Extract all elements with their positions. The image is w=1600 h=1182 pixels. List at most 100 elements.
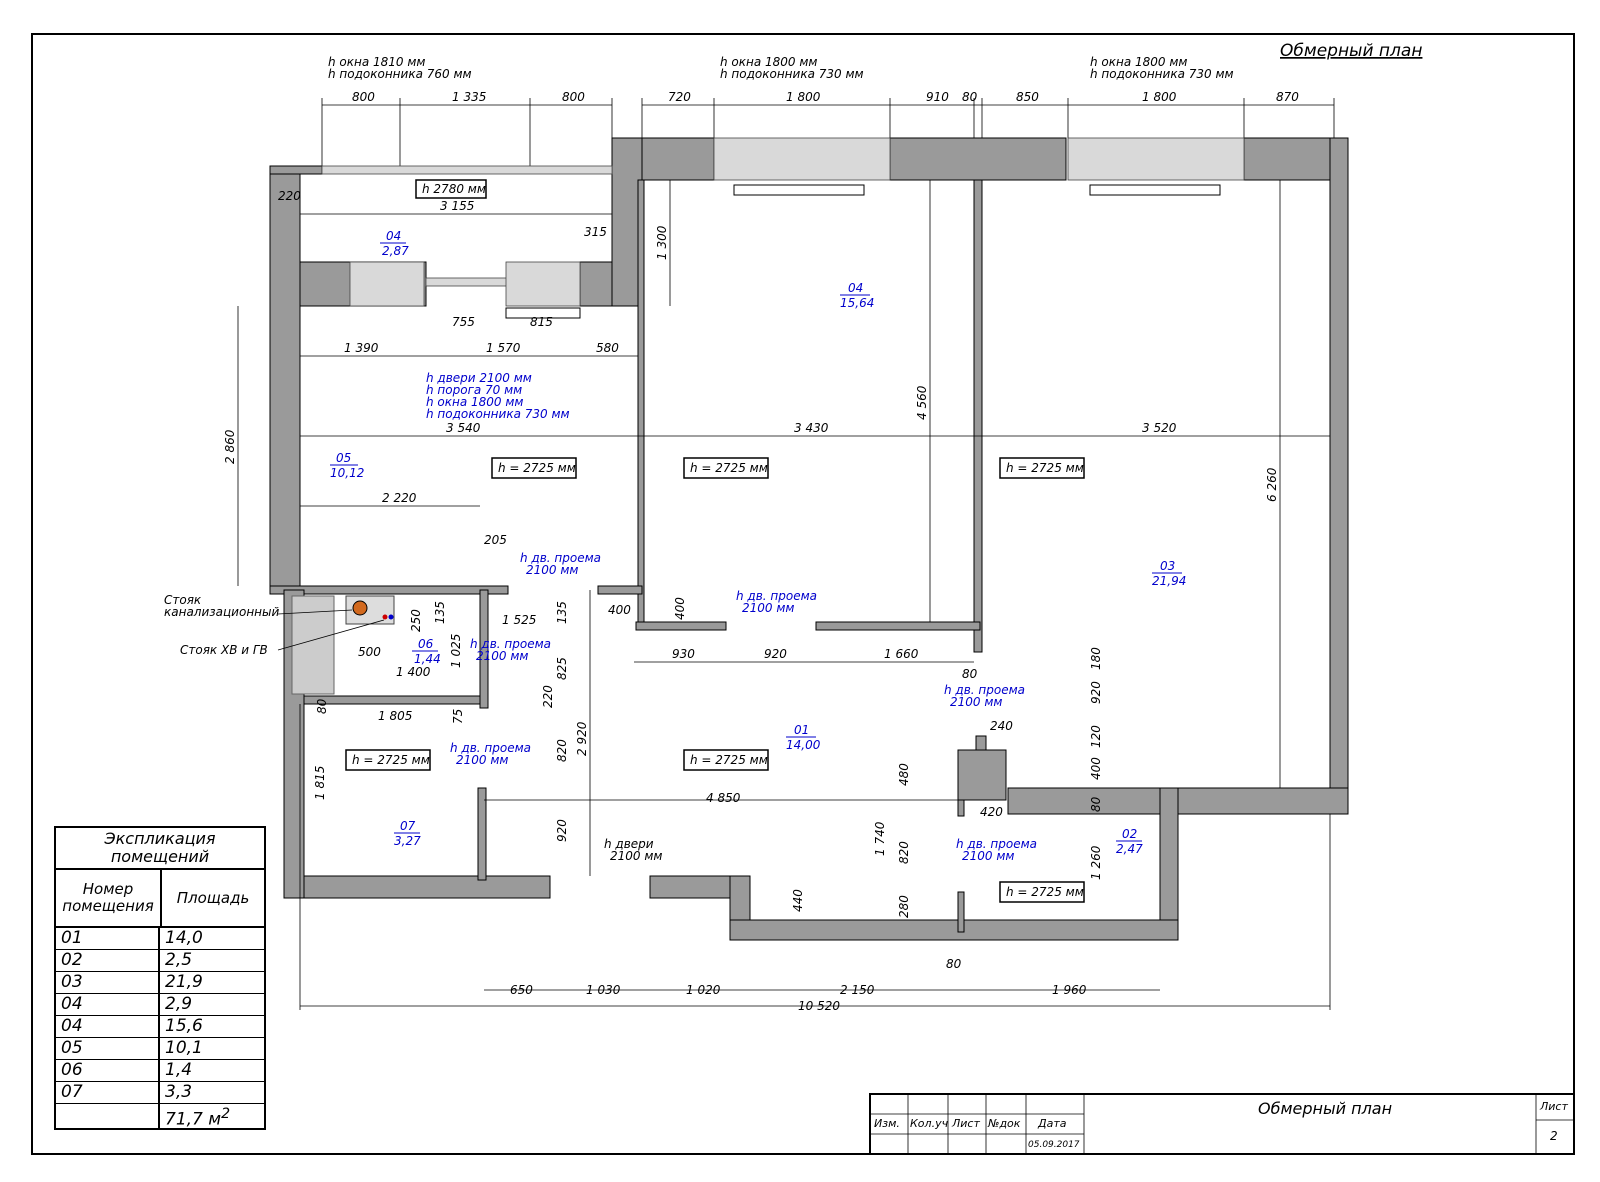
svg-text:80: 80 [962, 90, 978, 104]
svg-text:800: 800 [562, 90, 585, 104]
svg-text:800: 800 [352, 90, 375, 104]
svg-text:135: 135 [555, 601, 569, 624]
svg-text:h порога 70 мм: h порога 70 мм [426, 383, 522, 397]
svg-text:h = 2725 мм: h = 2725 мм [498, 461, 576, 475]
svg-text:h двери: h двери [604, 837, 654, 851]
explication-title: Экспликация помещений [56, 828, 264, 870]
svg-text:920: 920 [1089, 681, 1103, 704]
svg-text:220: 220 [278, 189, 301, 203]
svg-text:240: 240 [990, 719, 1013, 733]
svg-text:2100 мм: 2100 мм [476, 649, 528, 663]
room-label-07: 073,27 [394, 819, 421, 848]
svg-text:3 540: 3 540 [446, 421, 481, 435]
radiator-icon [505, 307, 581, 319]
svg-text:h = 2725 мм: h = 2725 мм [352, 753, 430, 767]
svg-text:Стояк: Стояк [164, 593, 202, 607]
top-dimensions: 800 1 335 800 720 1 800 910 80 850 1 800… [321, 90, 1335, 170]
title-block: Изм. Кол.уч Лист №док Дата 05.09.2017 Об… [869, 1093, 1575, 1155]
svg-text:315: 315 [584, 225, 607, 239]
svg-text:80: 80 [962, 667, 978, 681]
svg-text:h подоконника 760 мм: h подоконника 760 мм [328, 67, 472, 81]
svg-text:2 150: 2 150 [840, 983, 875, 997]
svg-text:870: 870 [1276, 90, 1299, 104]
svg-text:75: 75 [451, 709, 465, 724]
svg-text:h подоконника 730 мм: h подоконника 730 мм [426, 407, 570, 421]
svg-text:400: 400 [673, 597, 687, 620]
svg-text:3,27: 3,27 [394, 834, 421, 848]
svg-text:1 030: 1 030 [586, 983, 621, 997]
svg-text:h подоконника 730 мм: h подоконника 730 мм [1090, 67, 1234, 81]
svg-text:2100 мм: 2100 мм [950, 695, 1002, 709]
svg-text:3 430: 3 430 [794, 421, 829, 435]
svg-text:Изм.: Изм. [874, 1117, 900, 1130]
svg-text:h = 2725 мм: h = 2725 мм [690, 461, 768, 475]
svg-text:h окна 1800 мм: h окна 1800 мм [720, 55, 817, 69]
column-area: Площадь [176, 888, 250, 907]
svg-text:h = 2725 мм: h = 2725 мм [690, 753, 768, 767]
svg-text:h окна 1800 мм: h окна 1800 мм [1090, 55, 1187, 69]
drawing-frame [31, 33, 1575, 1155]
svg-text:Дата: Дата [1037, 1117, 1067, 1130]
svg-text:4 560: 4 560 [915, 385, 929, 420]
svg-text:канализационный: канализационный [164, 605, 279, 619]
svg-text:2,47: 2,47 [1116, 842, 1143, 856]
svg-text:500: 500 [358, 645, 381, 659]
svg-text:3 520: 3 520 [1142, 421, 1177, 435]
svg-text:480: 480 [897, 763, 911, 786]
svg-text:2,87: 2,87 [382, 244, 409, 258]
svg-text:400: 400 [608, 603, 631, 617]
svg-text:920: 920 [555, 819, 569, 842]
room-label-04-balcony: 042,87 [380, 229, 409, 258]
svg-text:80: 80 [315, 698, 329, 714]
svg-text:№док: №док [987, 1117, 1021, 1130]
svg-text:h = 2725 мм: h = 2725 мм [1006, 461, 1084, 475]
svg-text:180: 180 [1089, 647, 1103, 670]
svg-text:1 525: 1 525 [502, 613, 536, 627]
svg-text:10 520: 10 520 [798, 999, 840, 1013]
svg-text:1 960: 1 960 [1052, 983, 1087, 997]
room-label-06: 061,44 [412, 637, 441, 666]
svg-text:h дв. проема: h дв. проема [470, 637, 551, 651]
svg-text:h дв. проема: h дв. проема [450, 741, 531, 755]
svg-text:1 800: 1 800 [1142, 90, 1177, 104]
svg-text:01: 01 [794, 723, 809, 737]
radiator-icon [1089, 184, 1221, 196]
svg-text:920: 920 [764, 647, 787, 661]
door-notes: h двери 2100 мм h порога 70 мм h окна 18… [426, 371, 1037, 863]
height-labels: h 2780 мм h = 2725 мм h = 2725 мм h = 27… [345, 179, 1085, 903]
svg-text:Лист: Лист [1539, 1100, 1568, 1113]
svg-text:2: 2 [1550, 1129, 1558, 1143]
svg-text:80: 80 [1089, 796, 1103, 812]
svg-text:Обмерный план: Обмерный план [1258, 1099, 1392, 1118]
svg-text:120: 120 [1089, 725, 1103, 748]
svg-text:h дв. проема: h дв. проема [956, 837, 1037, 851]
svg-text:07: 07 [400, 819, 416, 833]
svg-text:1 800: 1 800 [786, 90, 821, 104]
svg-text:1 025: 1 025 [449, 634, 463, 668]
svg-text:Стояк ХВ и ГВ: Стояк ХВ и ГВ [180, 643, 268, 657]
windows [321, 137, 1245, 319]
svg-text:1 390: 1 390 [344, 341, 379, 355]
svg-text:06: 06 [418, 637, 434, 651]
svg-text:720: 720 [668, 90, 691, 104]
svg-text:Лист: Лист [951, 1117, 980, 1130]
svg-text:815: 815 [530, 315, 553, 329]
dimension-labels: 220 3 155 315 1 300 755 815 1 390 1 570 … [223, 189, 1279, 1013]
svg-text:1 335: 1 335 [452, 90, 486, 104]
radiator-icon [733, 184, 865, 196]
svg-text:1 300: 1 300 [655, 225, 669, 260]
svg-text:1 400: 1 400 [396, 665, 431, 679]
svg-text:1 740: 1 740 [873, 821, 887, 856]
svg-text:02: 02 [1122, 827, 1137, 841]
